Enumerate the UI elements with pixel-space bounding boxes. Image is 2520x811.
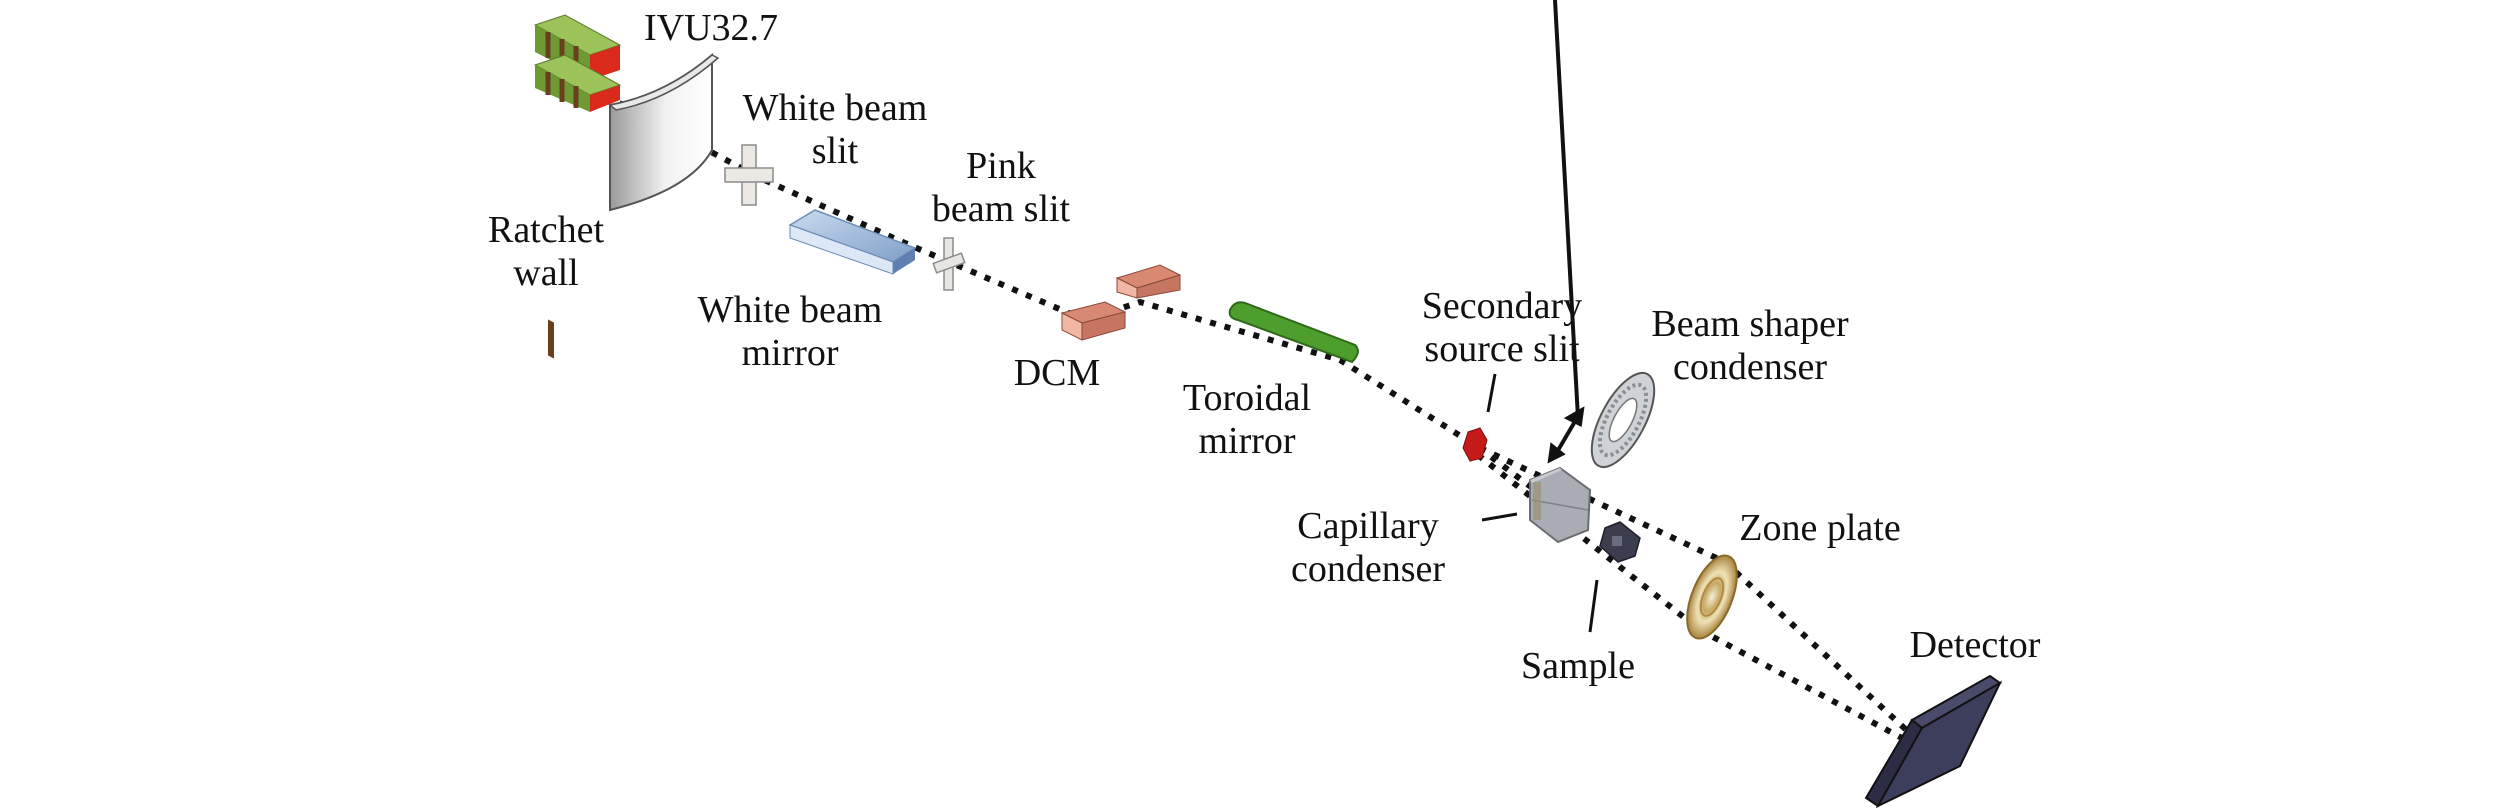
- label-secondary-source-slit-line1: Secondary: [1422, 285, 1582, 327]
- ratchet-wall-icon: [608, 52, 720, 212]
- label-pink-beam-slit-line2: beam slit: [932, 188, 1071, 230]
- zone-plate-icon: [1686, 554, 1738, 640]
- capillary-condenser-icon: [1529, 466, 1592, 544]
- white-beam-slit-icon: [724, 144, 774, 206]
- secondary-source-slit-icon: [1462, 427, 1488, 462]
- pink-beam-slit-icon: [932, 237, 966, 291]
- label-sample: Sample: [1521, 645, 1635, 687]
- beam-segment-lower-to-zone-plate: [1476, 452, 1702, 633]
- label-white-beam-slit-line2: slit: [812, 130, 859, 172]
- label-beam-shaper-condenser-line2: condenser: [1673, 346, 1827, 388]
- label-ratchet-wall-line1: Ratchet: [488, 209, 605, 251]
- exchange-arrow-icon: [1547, 0, 1585, 464]
- undulator-icon: [533, 14, 622, 359]
- toroidal-mirror-icon: [1228, 301, 1359, 364]
- label-ratchet-wall-line2: wall: [513, 252, 578, 294]
- detector-icon: [1864, 674, 2003, 809]
- label-toroidal-mirror-line1: Toroidal: [1183, 377, 1311, 419]
- dcm-crystal-2: [1115, 264, 1182, 299]
- white-beam-mirror-icon: [788, 209, 917, 275]
- dcm-crystal-1: [1060, 301, 1127, 341]
- label-white-beam-mirror-line2: mirror: [741, 332, 838, 374]
- label-dcm: DCM: [1014, 352, 1101, 394]
- secondary-source-slit-leader: [1486, 373, 1497, 413]
- label-capillary-condenser-line2: condenser: [1291, 548, 1445, 590]
- label-ivu: IVU32.7: [644, 7, 778, 49]
- beam-segment-upper-to-zone-plate: [1478, 445, 1727, 565]
- sample-leader: [1588, 579, 1599, 633]
- label-zone-plate: Zone plate: [1739, 507, 1900, 549]
- label-secondary-source-slit-line2: source slit: [1424, 328, 1580, 370]
- label-white-beam-slit-line1: White beam: [743, 87, 928, 129]
- beam-shaper-condenser-icon: [1590, 371, 1656, 469]
- dcm-icon: [1060, 264, 1182, 341]
- undulator-lower-array: [533, 54, 622, 112]
- label-white-beam-mirror-line1: White beam: [698, 289, 883, 331]
- label-detector: Detector: [1910, 624, 2041, 666]
- label-beam-shaper-condenser-line1: Beam shaper: [1651, 303, 1849, 345]
- beam-segment-zp-upper-to-detector: [1722, 559, 1918, 741]
- labels: IVU32.7 Ratchet wall White beam slit Whi…: [488, 7, 2041, 687]
- capillary-condenser-leader: [1481, 512, 1518, 522]
- label-toroidal-mirror-line2: mirror: [1198, 420, 1295, 462]
- label-capillary-condenser-line1: Capillary: [1297, 505, 1438, 547]
- sample-icon: [1599, 521, 1641, 563]
- label-pink-beam-slit-line1: Pink: [966, 145, 1036, 187]
- beam-segment-zp-lower-to-detector: [1698, 627, 1917, 748]
